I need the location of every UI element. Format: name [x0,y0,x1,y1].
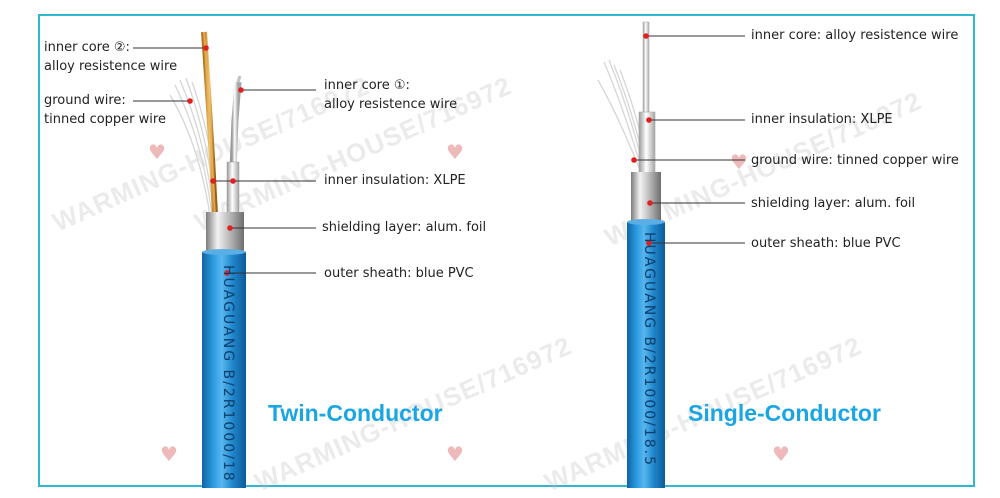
single-conductor-title: Single-Conductor [688,400,881,426]
twin-outer-sheath [202,252,246,488]
twin-conductor-title: Twin-Conductor [268,400,443,426]
single-label-ground: ground wire: tinned copper wire [751,153,959,168]
twin-label-inner-core-2-desc: alloy resistence wire [44,59,178,74]
heart-icon: ♥ [148,140,166,164]
single-outer-sheath [627,222,665,488]
twin-label-ground: ground wire: tinned copper wire [44,91,166,129]
heart-icon: ♥ [772,442,790,466]
heart-icon: ♥ [730,150,748,174]
heart-icon: ♥ [446,442,464,466]
single-label-insulation: inner insulation: XLPE [751,112,893,127]
twin-cable-print: HUAGUANG B/2R1000/18 [220,265,236,483]
twin-label-inner-core-1: inner core ①: alloy resistence wire [324,76,457,114]
twin-label-insulation: inner insulation: XLPE [324,173,466,188]
single-foil [631,172,661,224]
twin-pointer-dots [187,45,244,276]
twin-inner-insulation [226,161,240,218]
heart-icon: ♥ [160,442,178,466]
single-cable-print: HUAGUANG B/2R1000/18.5 [641,232,657,468]
twin-label-shielding: shielding layer: alum. foil [322,220,487,235]
single-label-shielding: shielding layer: alum. foil [751,196,916,211]
twin-label-inner-core-1-desc: alloy resistence wire [324,97,458,112]
twin-label-inner-core-2: inner core ②: alloy resistence wire [44,38,177,76]
heart-icon: ♥ [446,140,464,164]
single-pointer-dots [631,33,653,246]
twin-pointer-lines [133,47,316,274]
single-pointer-lines [634,35,745,244]
single-label-sheath: outer sheath: blue PVC [751,236,901,251]
twin-foil [206,212,244,256]
twin-label-ground-title: ground wire: [44,93,126,108]
twin-label-inner-core-1-title: inner core ①: [324,78,410,93]
single-cable [597,21,665,488]
twin-label-sheath: outer sheath: blue PVC [324,266,474,281]
diagram-frame [38,14,975,487]
twin-label-ground-desc: tinned copper wire [44,112,166,127]
single-label-inner-core: inner core: alloy resistence wire [751,28,959,43]
twin-label-inner-core-2-title: inner core ②: [44,40,130,55]
twin-cable [169,31,246,488]
